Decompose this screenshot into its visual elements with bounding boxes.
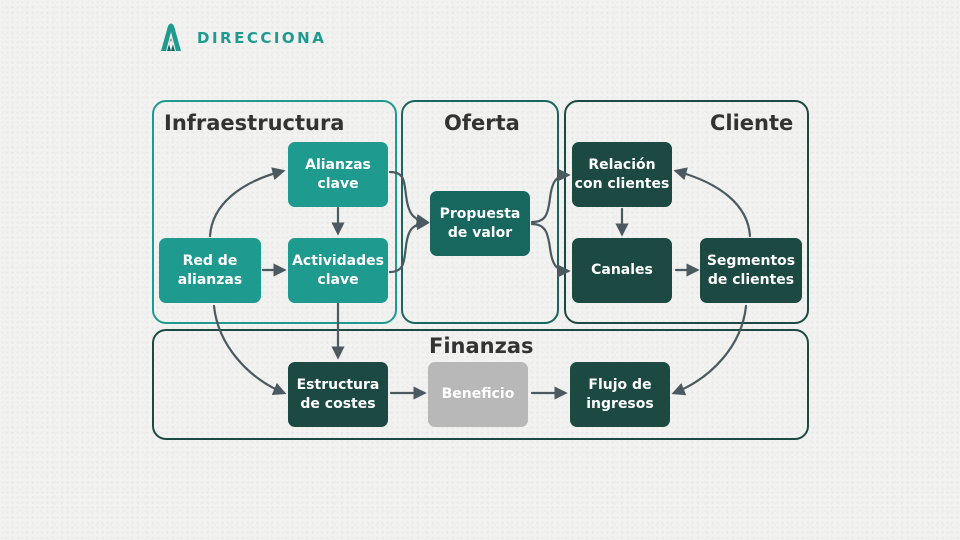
node-flujo-de-ingresos: Flujo de ingresos (570, 362, 670, 427)
section-finanzas (152, 329, 809, 440)
section-title-cliente: Cliente (710, 111, 794, 135)
node-red-de-alianzas: Red de alianzas (159, 238, 261, 303)
arrow-red-to-estructura (212, 304, 287, 396)
node-alianzas-clave: Alianzas clave (288, 142, 388, 207)
section-title-finanzas: Finanzas (429, 334, 534, 358)
arrow-segmentos-to-relacion (673, 167, 752, 238)
arrow-red-to-alianzas (208, 167, 286, 238)
section-title-infraestructura: Infraestructura (164, 111, 345, 135)
node-segmentos-de-clientes: Segmentos de clientes (700, 238, 802, 303)
section-cliente (564, 100, 809, 324)
arrow-segmentos-to-flujo (671, 304, 748, 396)
direcciona-logo-icon (161, 23, 181, 51)
arrow-alianzas-to-propuesta (388, 170, 430, 228)
arrow-propuesta-to-relacion (530, 168, 571, 224)
node-propuesta-de-valor: Propuesta de valor (430, 191, 530, 256)
node-estructura-de-costes: Estructura de costes (288, 362, 388, 427)
section-title-oferta: Oferta (444, 111, 520, 135)
arrow-actividades-to-propuesta (388, 217, 430, 274)
arrow-propuesta-to-canales (530, 222, 571, 278)
node-beneficio: Beneficio (428, 362, 528, 427)
node-relacion-con-clientes: Relación con clientes (572, 142, 672, 207)
brand-name: DIRECCIONA (197, 29, 327, 47)
node-canales: Canales (572, 238, 672, 303)
section-infraestructura (152, 100, 397, 324)
node-actividades-clave: Actividades clave (288, 238, 388, 303)
section-oferta (401, 100, 559, 324)
